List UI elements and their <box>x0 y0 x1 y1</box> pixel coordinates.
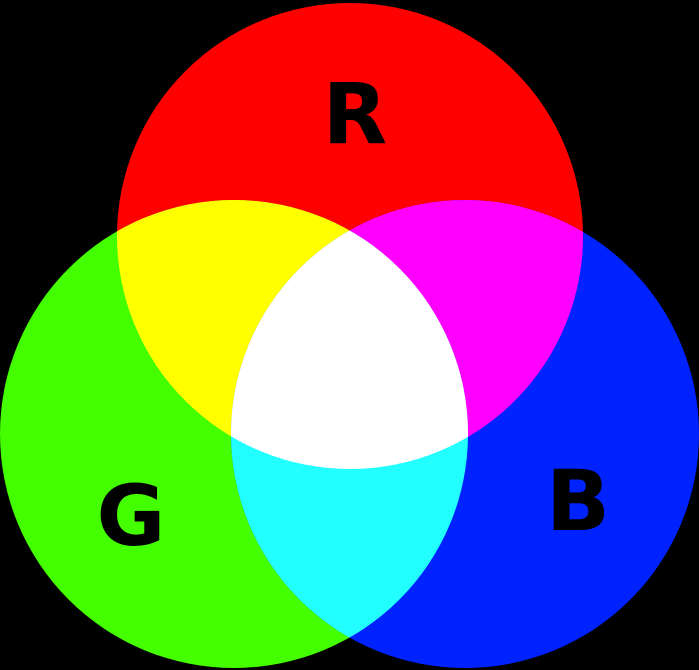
overlap-all <box>231 200 468 469</box>
label-green: G <box>97 467 166 565</box>
label-red: R <box>323 65 388 163</box>
label-blue: B <box>546 452 610 550</box>
